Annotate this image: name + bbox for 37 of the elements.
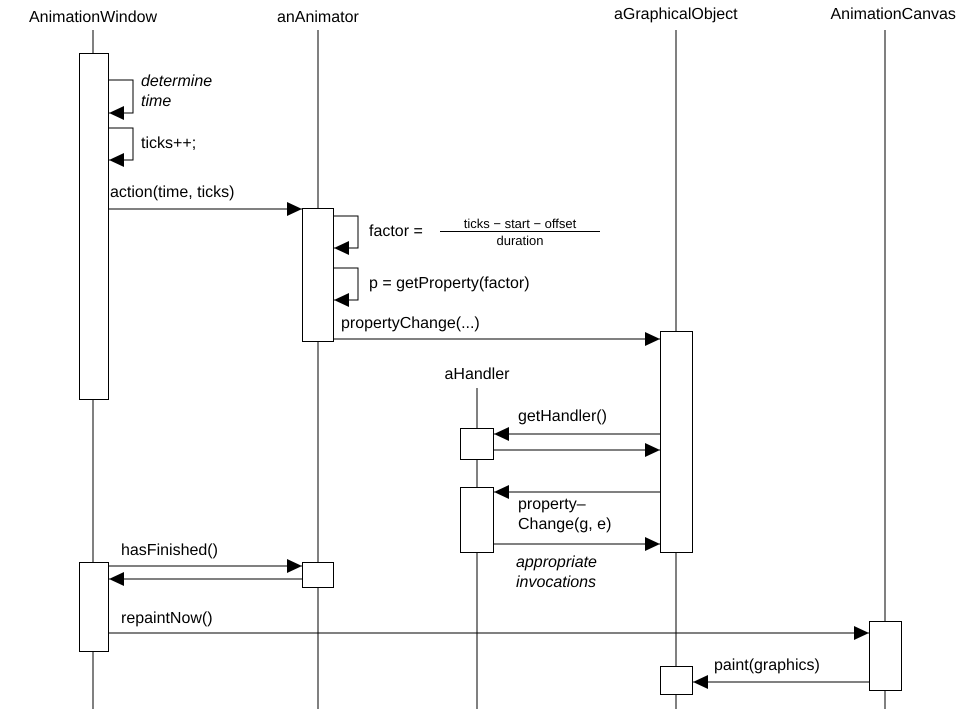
activation-bar (79, 562, 109, 652)
self-message-arrow (334, 216, 358, 255)
message-arrow (494, 443, 660, 457)
message-arrow (494, 537, 660, 551)
activation-bar (460, 487, 494, 553)
message-label: p = getProperty(factor) (368, 274, 531, 294)
activation-bar (660, 331, 693, 553)
activation-bar (79, 53, 109, 400)
message-label: hasFinished() (120, 541, 219, 561)
participant-label: AnimationCanvas (830, 6, 956, 24)
participant-label: aHandler (444, 366, 510, 384)
message-arrow (692, 675, 870, 689)
message-arrow (494, 485, 660, 499)
fraction-numerator: ticks − start − offset (440, 216, 600, 232)
participant-label: AnimationWindow (29, 9, 158, 27)
self-message-arrow (108, 80, 134, 120)
message-label: getHandler() (517, 407, 608, 427)
message-arrow (494, 427, 660, 441)
message-arrow (108, 202, 302, 216)
participant-label: anAnimator (277, 9, 359, 27)
message-arrow (108, 572, 302, 586)
message-label: propertyChange(...) (340, 314, 481, 334)
activation-bar (660, 666, 693, 695)
activation-bar (302, 562, 334, 588)
message-arrow (108, 559, 302, 573)
fraction-denominator: duration (496, 233, 544, 248)
participant-label: aGraphicalObject (614, 6, 738, 24)
message-label: repaintNow() (120, 609, 214, 629)
message-label: paint(graphics) (713, 656, 821, 676)
activation-bar (460, 428, 494, 460)
activation-bar (302, 208, 334, 342)
message-arrow (334, 332, 660, 346)
self-message-arrow (334, 268, 358, 307)
message-label: action(time, ticks) (109, 183, 236, 203)
activation-bar (869, 621, 902, 691)
message-arrow (108, 626, 870, 640)
self-message-arrow (108, 128, 134, 167)
